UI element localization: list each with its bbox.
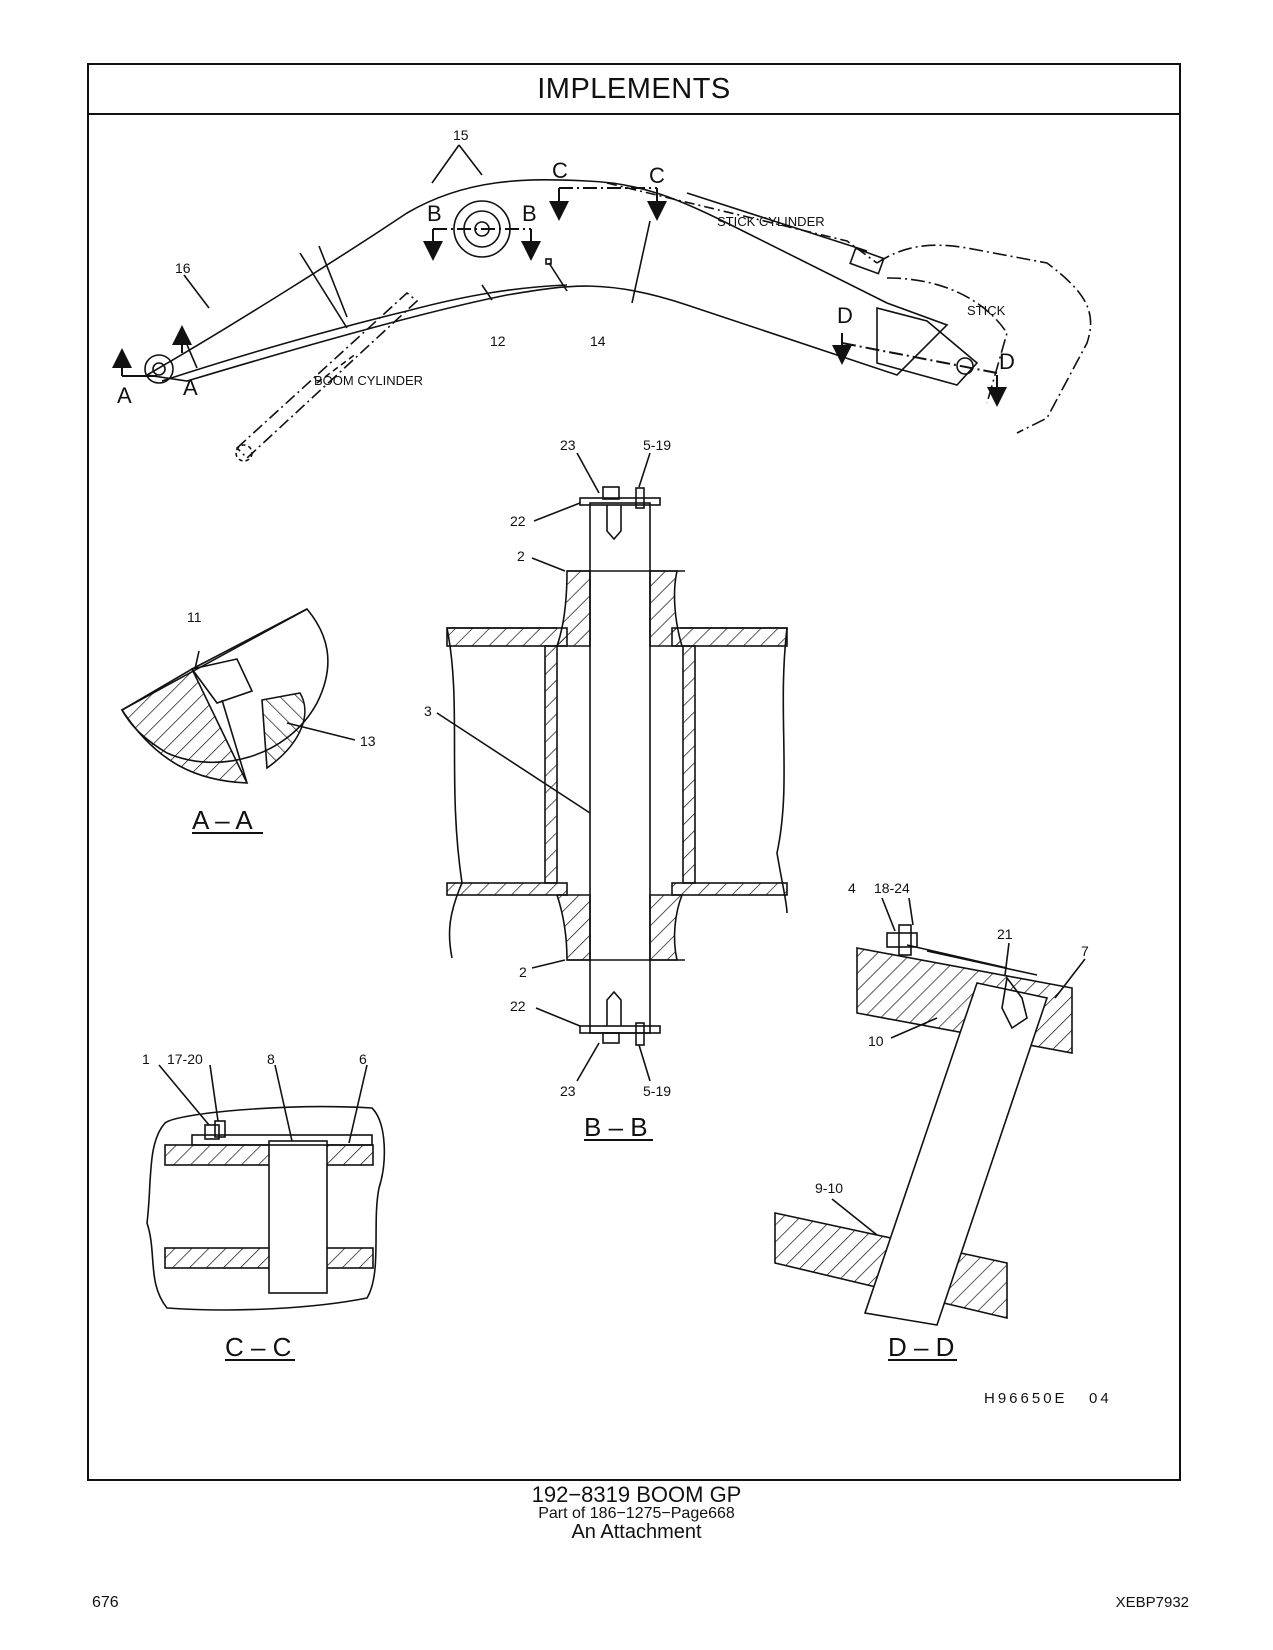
section-dd-title: D – D <box>888 1332 954 1362</box>
callout-9-10: 9-10 <box>815 1180 843 1196</box>
callout-5-19-bottom: 5-19 <box>643 1083 671 1099</box>
section-cc-labels: 1 17-20 8 6 C – C <box>142 1051 367 1362</box>
section-dd-labels: 4 18-24 21 7 10 9-10 D – D <box>815 880 1089 1362</box>
callout-2-top: 2 <box>517 548 525 564</box>
section-marker-c-right: C <box>649 163 665 188</box>
callout-12: 12 <box>490 333 506 349</box>
main-view-labels: 15 16 12 14 STICK CYLINDER STICK BOOM CY… <box>117 127 1015 408</box>
page-title: IMPLEMENTS <box>89 65 1179 115</box>
label-boom-cylinder: BOOM CYLINDER <box>314 373 423 388</box>
section-aa-title: A – A <box>192 805 253 835</box>
callout-14: 14 <box>590 333 606 349</box>
boom-parts-diagram: 15 16 12 14 STICK CYLINDER STICK BOOM CY… <box>112 127 1112 1407</box>
section-marker-c-left: C <box>552 158 568 183</box>
callout-3: 3 <box>424 703 432 719</box>
drawing-frame: IMPLEMENTS <box>87 63 1181 1481</box>
section-dd-view <box>774 897 1086 1326</box>
callout-22-top: 22 <box>510 513 526 529</box>
callout-18-24: 18-24 <box>874 880 910 896</box>
section-bb-title: B – B <box>584 1112 648 1142</box>
section-bb-view <box>436 452 788 1082</box>
label-stick-cylinder: STICK CYLINDER <box>717 214 825 229</box>
main-boom-view <box>112 144 1092 462</box>
callout-10: 10 <box>868 1033 884 1049</box>
section-marker-a-left: A <box>117 383 132 408</box>
callout-7: 7 <box>1081 943 1089 959</box>
callout-23-top: 23 <box>560 437 576 453</box>
section-marker-b-left: B <box>427 201 442 226</box>
callout-13: 13 <box>360 733 376 749</box>
illustration-id: H96650E 04 <box>984 1390 1112 1407</box>
callout-8: 8 <box>267 1051 275 1067</box>
callout-22-bottom: 22 <box>510 998 526 1014</box>
section-aa-labels: 11 13 A – A <box>187 609 376 835</box>
callout-5-19-top: 5-19 <box>643 437 671 453</box>
section-marker-d-right: D <box>999 349 1015 374</box>
section-bb-labels: 23 5-19 22 2 3 2 22 23 5-19 B – B <box>424 437 671 1142</box>
section-cc-title: C – C <box>225 1332 291 1362</box>
callout-4: 4 <box>848 880 856 896</box>
caption-note: An Attachment <box>571 1521 702 1543</box>
callout-21: 21 <box>997 926 1013 942</box>
caption-part-of: Part of 186−1275−Page668 <box>538 1505 735 1522</box>
callout-16: 16 <box>175 260 191 276</box>
callout-2-bottom: 2 <box>519 964 527 980</box>
callout-11: 11 <box>187 609 202 625</box>
callout-6: 6 <box>359 1051 367 1067</box>
caption: 192−8319 BOOM GP Part of 186−1275−Page66… <box>0 1482 1273 1543</box>
callout-15: 15 <box>453 127 469 143</box>
page-number: 676 <box>92 1594 119 1611</box>
section-marker-b-right: B <box>522 201 537 226</box>
section-marker-a-right: A <box>183 375 198 400</box>
document-id: XEBP7932 <box>1115 1594 1189 1611</box>
callout-1: 1 <box>142 1051 150 1067</box>
callout-17-20: 17-20 <box>167 1051 203 1067</box>
label-stick: STICK <box>967 303 1006 318</box>
section-marker-d-left: D <box>837 303 853 328</box>
section-cc-view <box>146 1064 386 1311</box>
caption-part: 192−8319 BOOM GP <box>531 1482 742 1507</box>
callout-23-bottom: 23 <box>560 1083 576 1099</box>
section-aa-view <box>120 607 356 784</box>
